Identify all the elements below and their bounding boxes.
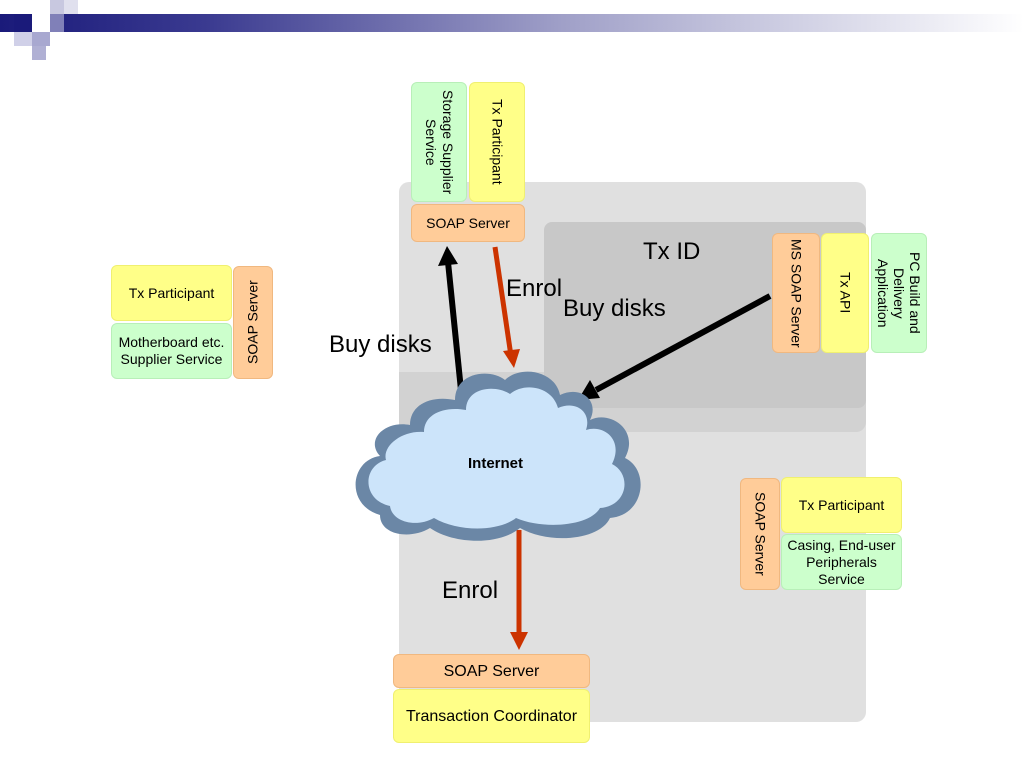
- header-square: [14, 14, 32, 32]
- casing-peripherals-service: Casing, End-user Peripherals Service: [781, 534, 902, 590]
- buy-disks-arrow-right: [594, 293, 772, 393]
- header-square: [14, 32, 32, 46]
- buy-disks-arrow-left: [445, 261, 465, 401]
- tx-participant-right: Tx Participant: [781, 477, 902, 533]
- pc-build-delivery-application: PC Build and Delivery Application: [871, 233, 927, 353]
- internet-cloud: [355, 371, 641, 541]
- buy-disks-label-left: Buy disks: [329, 331, 432, 358]
- tx-id-label: Tx ID: [643, 238, 701, 265]
- header-square: [50, 0, 64, 14]
- enrol-arrow-top-head: [503, 349, 520, 368]
- transaction-coordinator: Transaction Coordinator: [393, 689, 590, 743]
- soap-server-bottom: SOAP Server: [393, 654, 590, 688]
- buy-disks-arrow-left-head: [438, 246, 458, 266]
- motherboard-supplier-service: Motherboard etc. Supplier Service: [111, 323, 232, 379]
- tx-participant-left: Tx Participant: [111, 265, 232, 321]
- tx-participant-top: Tx Participant: [469, 82, 525, 202]
- header-square: [32, 0, 50, 14]
- ms-soap-server: MS SOAP Server: [772, 233, 820, 353]
- enrol-arrow-bottom-head: [510, 632, 528, 650]
- header-square: [32, 46, 46, 60]
- header-square: [32, 14, 50, 32]
- header-square: [64, 0, 78, 14]
- tx-api: Tx API: [821, 233, 869, 353]
- enrol-label-top: Enrol: [506, 275, 563, 302]
- soap-server-right: SOAP Server: [740, 478, 780, 590]
- soap-server-top: SOAP Server: [411, 204, 525, 242]
- title-bar-decoration: [0, 14, 1024, 32]
- internet-label: Internet: [468, 455, 524, 472]
- header-square: [50, 14, 64, 32]
- header-square: [32, 32, 50, 46]
- storage-supplier-service: Storage Supplier Service: [411, 82, 467, 202]
- enrol-label-bottom: Enrol: [442, 577, 499, 604]
- buy-disks-label-right: Buy disks: [563, 295, 666, 322]
- enrol-arrow-top: [492, 246, 514, 357]
